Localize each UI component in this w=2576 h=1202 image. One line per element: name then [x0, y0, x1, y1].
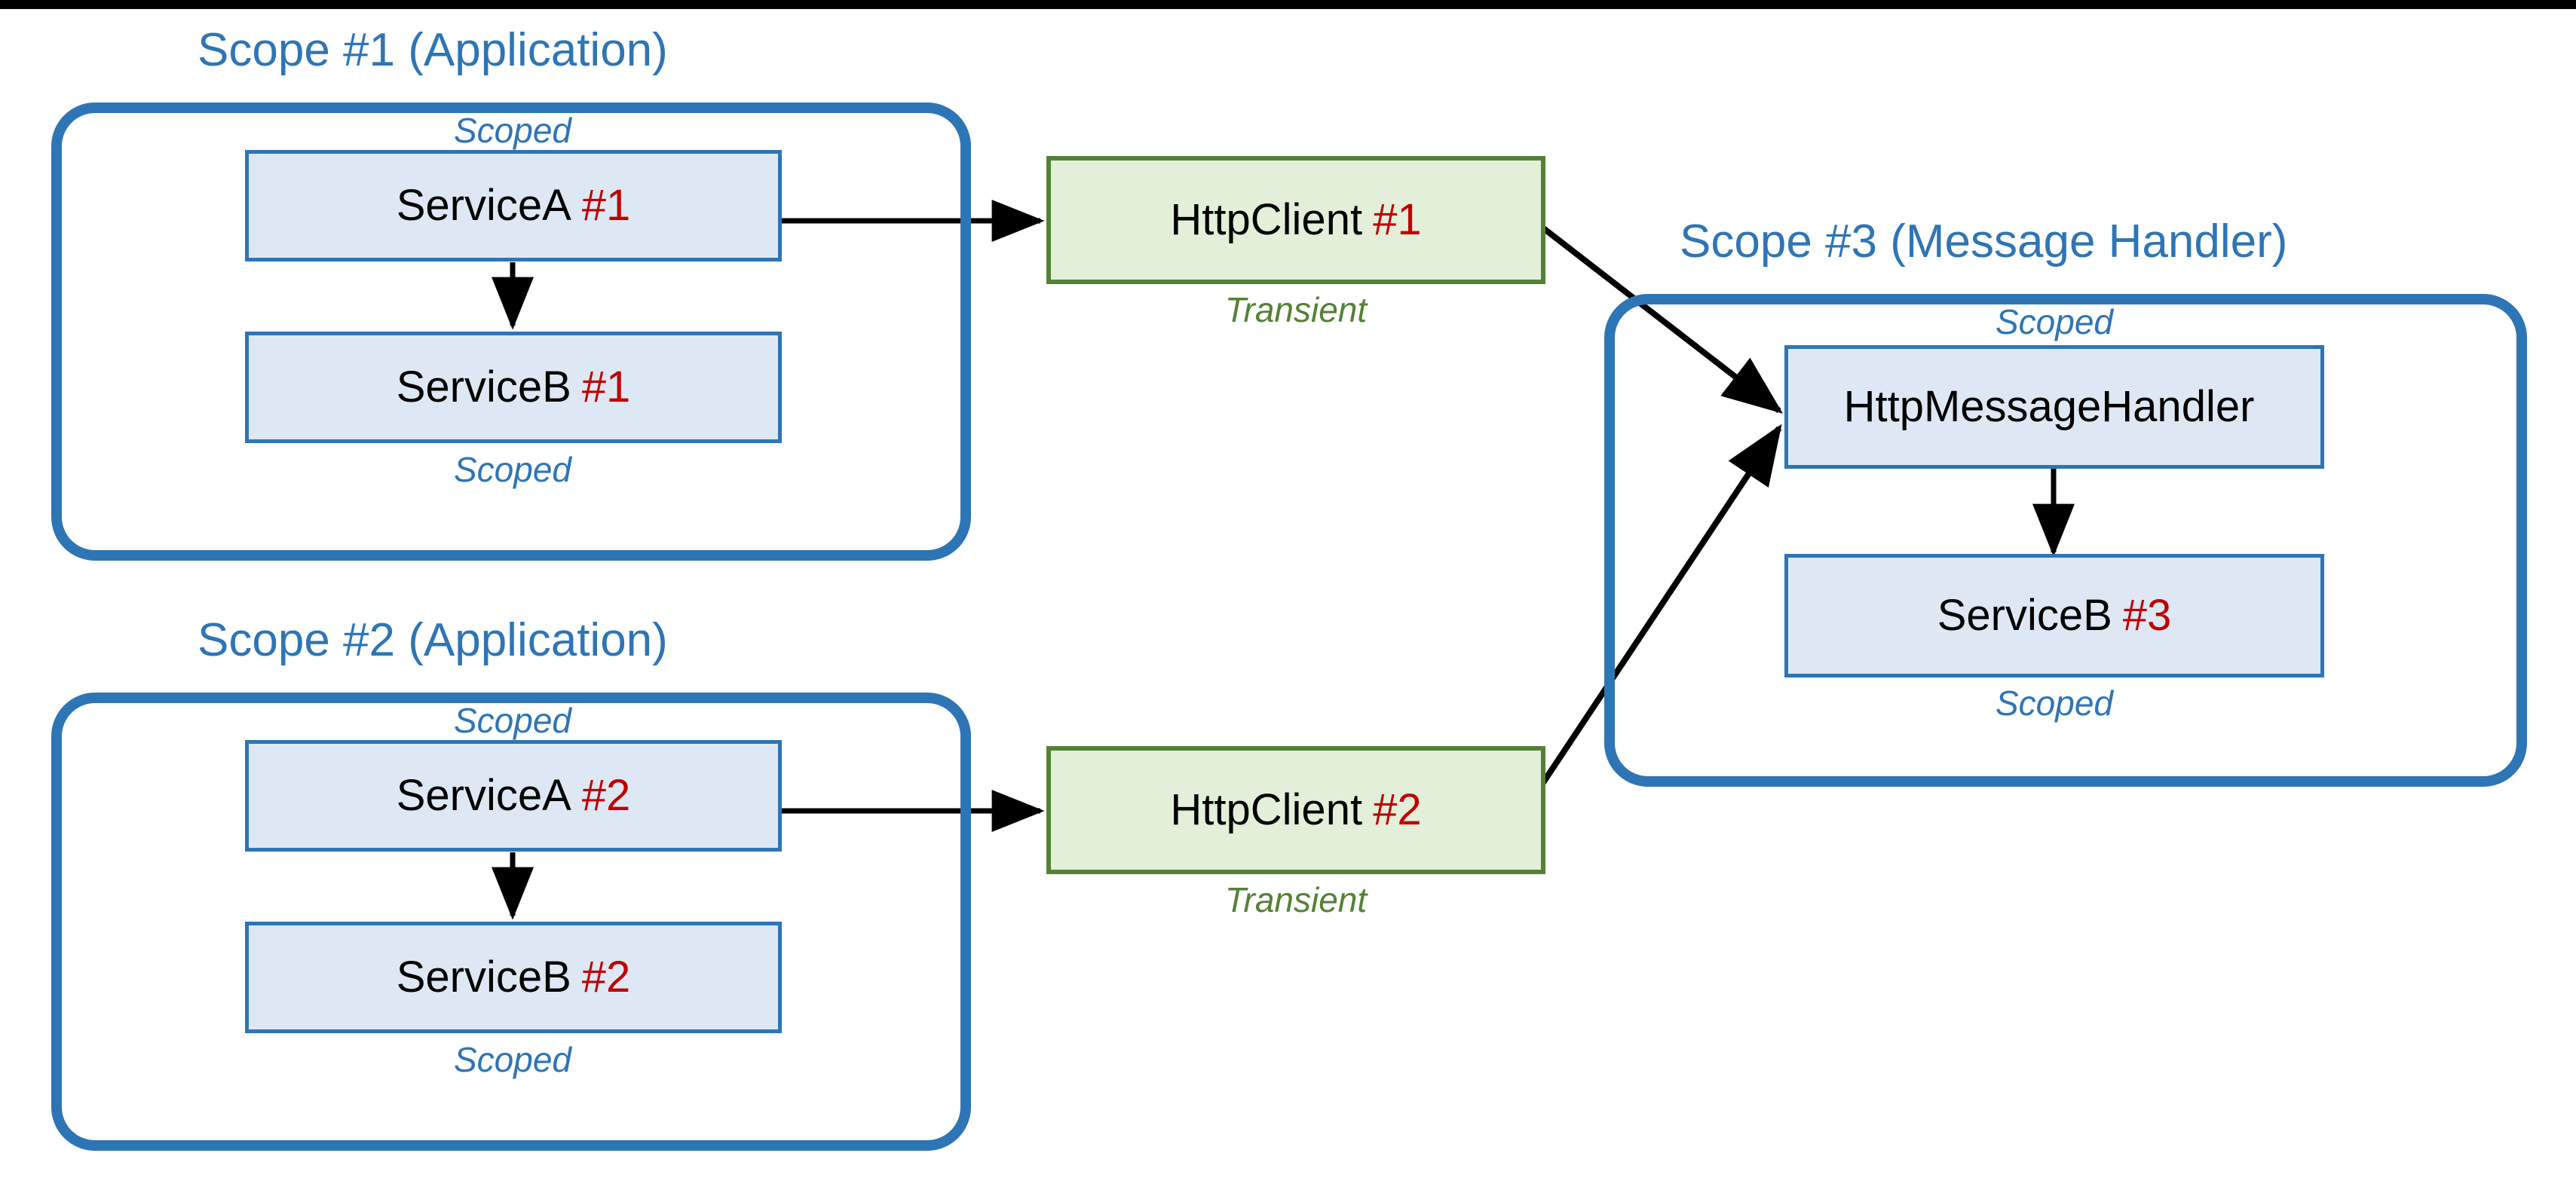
- node-service-a-2-index: #2: [581, 771, 631, 820]
- node-http-client-1[interactable]: HttpClient #1: [1046, 156, 1545, 284]
- http-client-2-caption: Transient: [1224, 880, 1368, 919]
- node-service-b-3-index: #3: [2122, 591, 2172, 640]
- node-service-b-1-label: ServiceB: [396, 362, 571, 411]
- node-http-message-handler-label: HttpMessageHandler: [1843, 382, 2255, 431]
- node-service-a-1[interactable]: ServiceA #1: [245, 150, 782, 262]
- node-service-b-3[interactable]: ServiceB #3: [1784, 554, 2324, 677]
- scope-1-top-caption: Scoped: [453, 111, 571, 150]
- node-http-client-1-index: #1: [1373, 195, 1422, 244]
- scope-1-container: [51, 102, 971, 561]
- node-http-client-2-index: #2: [1373, 785, 1422, 834]
- node-http-message-handler[interactable]: HttpMessageHandler: [1784, 345, 2324, 469]
- scope-1-title: Scope #1 (Application): [198, 24, 668, 76]
- scope-3-title: Scope #3 (Message Handler): [1680, 216, 2288, 268]
- node-service-b-3-label: ServiceB: [1937, 591, 2112, 640]
- node-service-b-2-index: #2: [581, 953, 631, 1002]
- node-service-a-1-index: #1: [581, 181, 631, 230]
- node-http-client-2[interactable]: HttpClient #2: [1046, 746, 1545, 874]
- scope-2-bottom-caption: Scoped: [453, 1040, 571, 1079]
- node-service-b-2-label: ServiceB: [396, 953, 571, 1002]
- node-service-a-2-label: ServiceA: [396, 771, 571, 820]
- scope-2-title: Scope #2 (Application): [198, 614, 668, 666]
- node-service-a-1-label: ServiceA: [396, 181, 571, 230]
- node-service-b-1-index: #1: [581, 362, 631, 411]
- scope-3-bottom-caption: Scoped: [1995, 684, 2113, 723]
- scope-1-bottom-caption: Scoped: [453, 450, 571, 489]
- node-http-client-1-label: HttpClient: [1170, 195, 1363, 244]
- scope-2-top-caption: Scoped: [453, 701, 571, 740]
- scope-2-container: [51, 693, 971, 1151]
- http-client-1-caption: Transient: [1224, 290, 1368, 329]
- node-http-client-2-label: HttpClient: [1170, 785, 1363, 834]
- scope-3-top-caption: Scoped: [1995, 302, 2113, 341]
- node-service-a-2[interactable]: ServiceA #2: [245, 740, 782, 852]
- scope-3-container: [1604, 294, 2527, 787]
- node-service-b-2[interactable]: ServiceB #2: [245, 922, 782, 1033]
- node-service-b-1[interactable]: ServiceB #1: [245, 332, 782, 443]
